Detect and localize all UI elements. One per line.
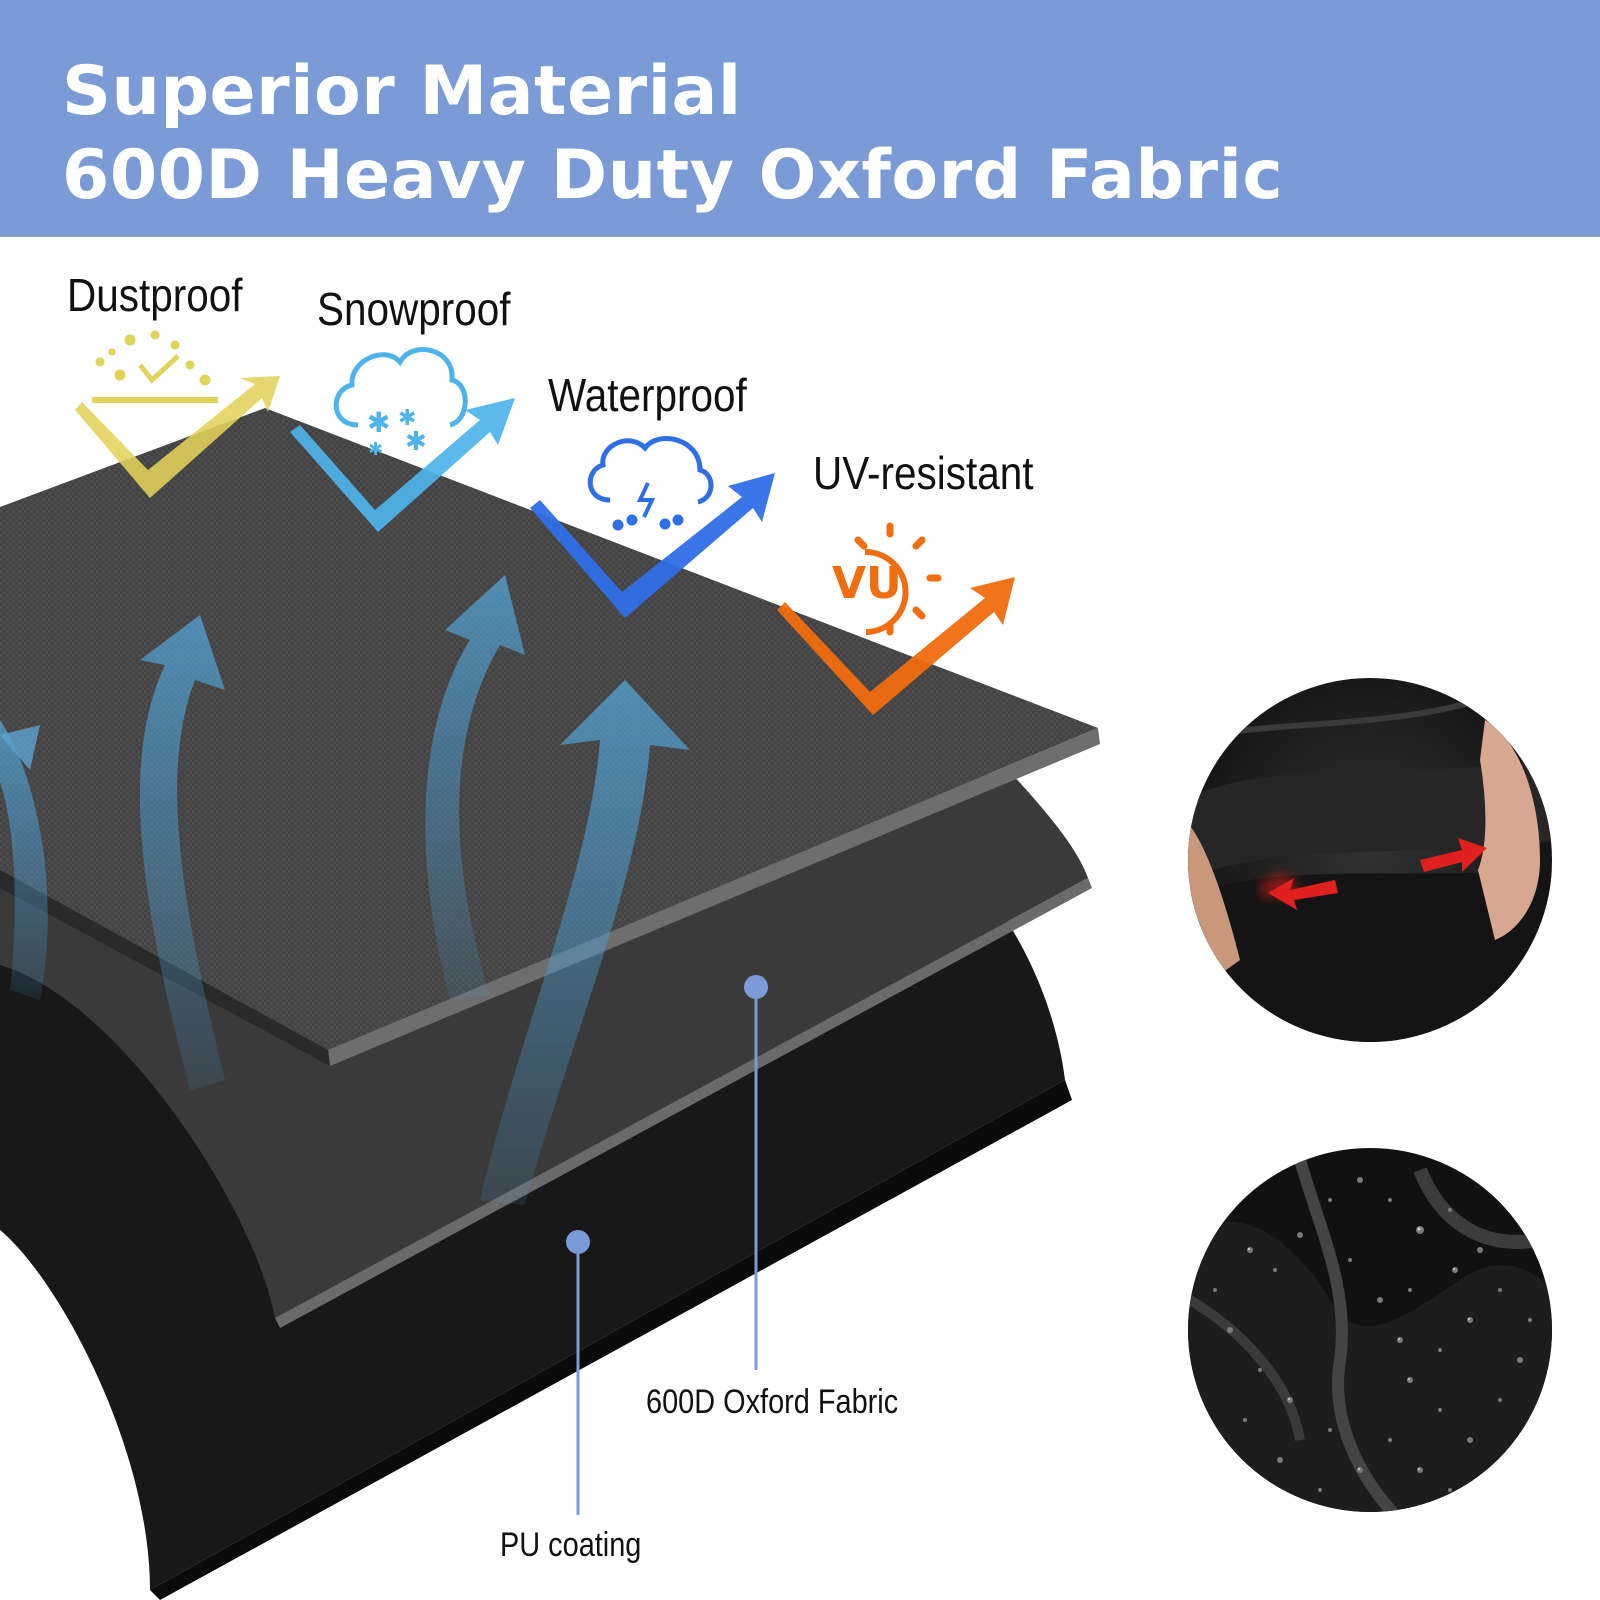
- dust-icon: [92, 330, 218, 403]
- uv-sun-icon: VU: [832, 522, 942, 636]
- water-droplets-detail-photo: [1188, 1148, 1552, 1512]
- fabric-layer-label: 600D Oxford Fabric: [646, 1383, 899, 1421]
- header-banner: Superior Material 600D Heavy Duty Oxford…: [0, 0, 1600, 237]
- svg-text:✱: ✱: [398, 406, 416, 431]
- waterproof-check: [530, 473, 775, 618]
- oxford-fabric-top-layer: [0, 408, 1098, 1050]
- feature-label-dustproof: Dustproof: [67, 269, 243, 321]
- coating-layer-label: PU coating: [500, 1526, 642, 1564]
- svg-text:✱: ✱: [367, 406, 390, 439]
- dustproof-check: [75, 376, 280, 498]
- title-line-1: Superior Material: [62, 52, 742, 131]
- svg-text:VU: VU: [832, 558, 902, 609]
- svg-text:✱: ✱: [368, 439, 383, 460]
- fabric-pointer: [744, 975, 768, 1370]
- rain-cloud-icon: [587, 436, 714, 531]
- coating-pointer: [566, 1230, 590, 1515]
- airflow-arrows: [0, 575, 690, 1205]
- snow-cloud-icon: ✱ ✱ ✱ ✱: [333, 347, 468, 460]
- feature-label-snowproof: Snowproof: [317, 283, 511, 335]
- feature-label-uv-resistant: UV-resistant: [813, 447, 1034, 499]
- title-line-2: 600D Heavy Duty Oxford Fabric: [62, 136, 1284, 215]
- stretch-detail-photo: [1188, 678, 1552, 1042]
- svg-text:✱: ✱: [405, 427, 427, 457]
- snowproof-check: [290, 398, 515, 532]
- uv-check: [777, 577, 1015, 715]
- feature-label-waterproof: Waterproof: [548, 369, 747, 421]
